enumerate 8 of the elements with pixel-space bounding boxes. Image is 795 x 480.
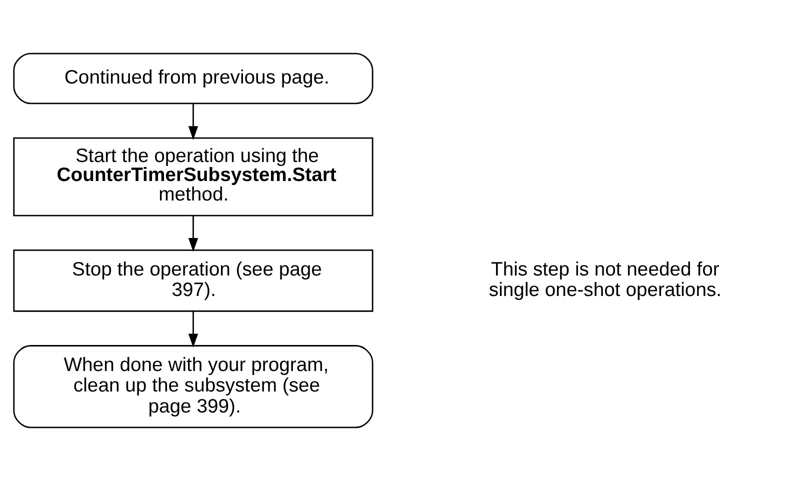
arrow bbox=[188, 310, 198, 348]
label: This step is not needed for single one-shot operations. bbox=[488, 258, 722, 301]
node-box: Continued from previous page. bbox=[13, 52, 374, 104]
node-box: When done with your program, clean up the subsystem (see page 399). bbox=[13, 344, 374, 428]
arrow bbox=[188, 102, 198, 140]
node-box: Stop the operation (see page 397). bbox=[13, 249, 374, 312]
arrow bbox=[188, 215, 198, 252]
node-box: Start the operation using the CounterTimerSubsystem.Start method. bbox=[13, 136, 374, 216]
